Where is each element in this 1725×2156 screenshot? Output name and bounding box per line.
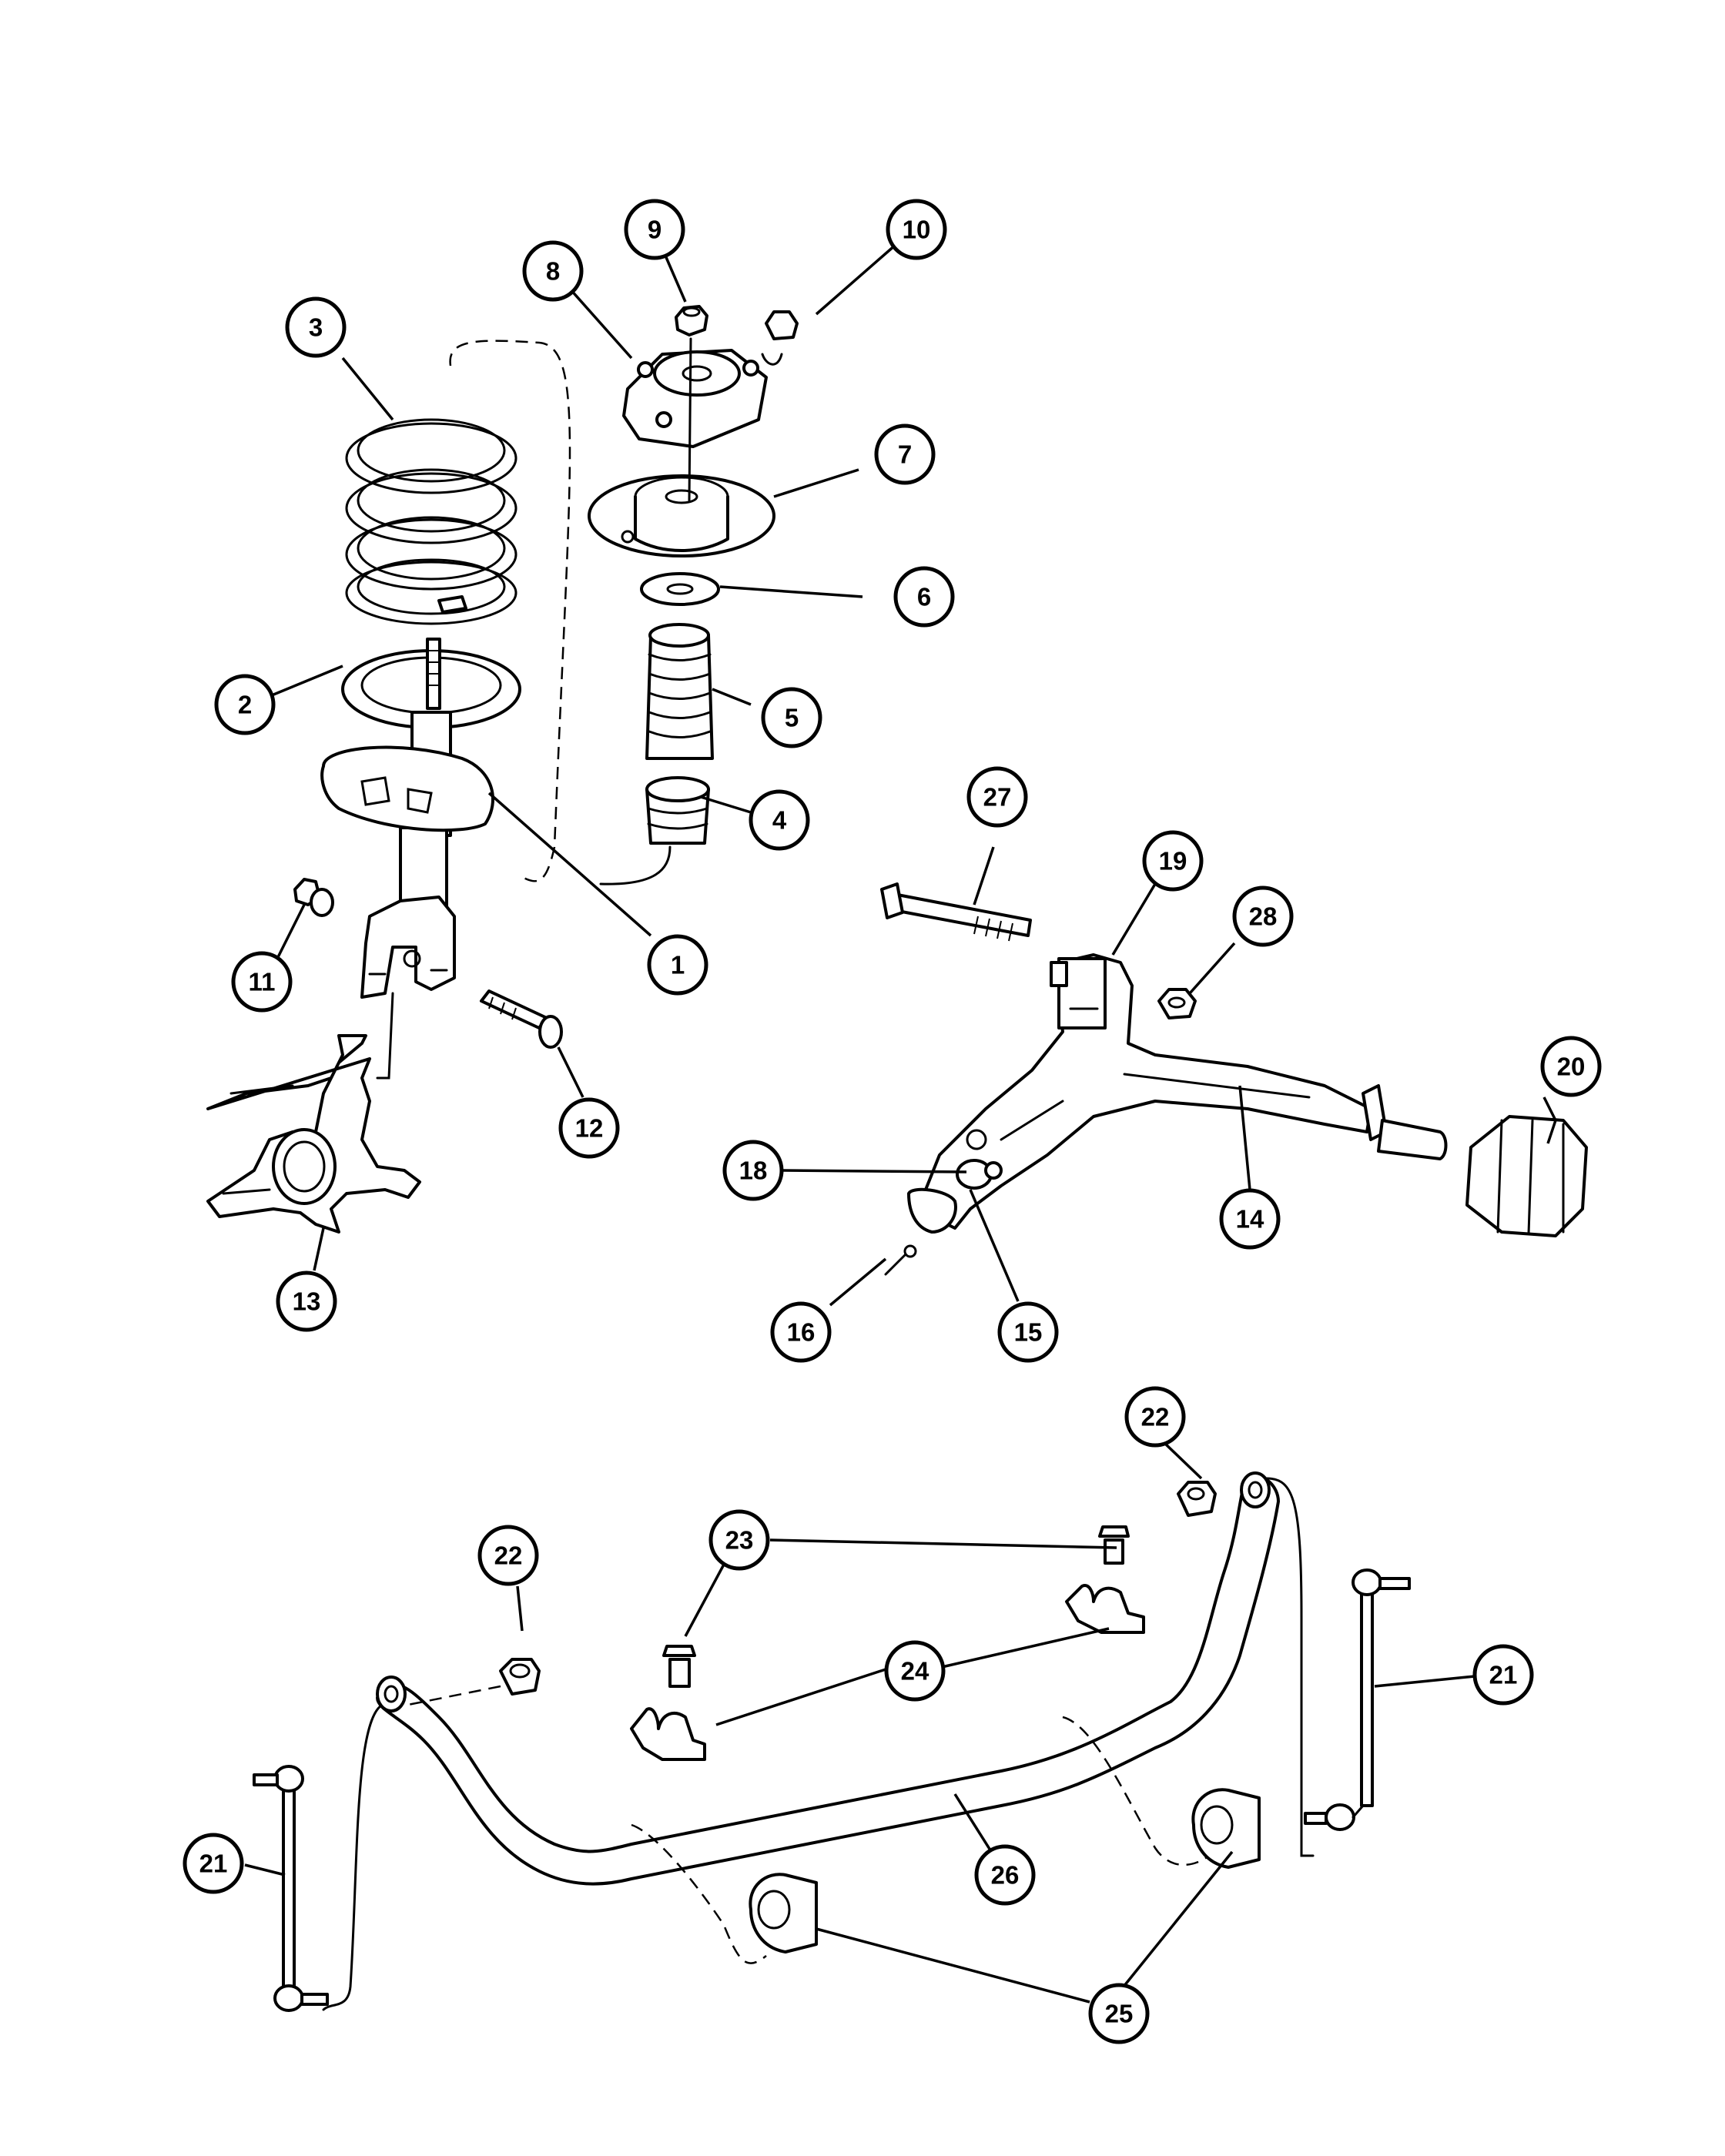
right-stabilizer-link-nut <box>1177 1481 1217 1517</box>
callout-7: 7 <box>874 424 936 485</box>
callout-26: 26 <box>974 1844 1036 1906</box>
callout-9: 9 <box>624 199 685 260</box>
callout-4: 4 <box>749 789 810 851</box>
right-stabilizer-bushing <box>1191 1788 1261 1869</box>
stabilizer-bar <box>376 1471 1280 1886</box>
callout-28: 28 <box>1232 886 1294 947</box>
callout-23: 23 <box>708 1509 770 1571</box>
leader-lines <box>244 243 1557 2004</box>
svg-text:27: 27 <box>983 783 1012 812</box>
callout-3: 3 <box>285 296 347 358</box>
svg-text:22: 22 <box>494 1542 523 1570</box>
routing-line-bumper <box>599 845 672 886</box>
svg-text:1: 1 <box>671 951 685 979</box>
callout-6: 6 <box>893 566 955 628</box>
callout-11: 11 <box>231 951 293 1013</box>
callout-20: 20 <box>1540 1036 1602 1097</box>
left-stabilizer-link-nut <box>499 1658 541 1696</box>
control-arm-pivot-bolt <box>880 882 1032 942</box>
left-stabilizer-link <box>253 1765 329 2012</box>
dust-boot <box>645 623 714 760</box>
coil-spring <box>345 418 518 625</box>
svg-text:11: 11 <box>249 968 276 996</box>
callout-25: 25 <box>1088 1983 1150 2044</box>
routing-dash-right-bushing <box>1062 1716 1210 1866</box>
callout-5: 5 <box>761 687 822 748</box>
left-bushing-clamp <box>630 1645 706 1761</box>
svg-text:19: 19 <box>1159 847 1187 875</box>
cotter-pin <box>884 1244 917 1276</box>
svg-text:25: 25 <box>1105 2000 1134 2028</box>
callout-12: 12 <box>558 1097 620 1159</box>
svg-text:5: 5 <box>785 704 799 732</box>
ball-joint <box>907 1129 1003 1234</box>
left-stabilizer-bushing <box>749 1873 818 1953</box>
lower-control-arm <box>923 953 1448 1230</box>
strut-mount-nut <box>675 305 708 336</box>
routing-line-knuckle <box>376 992 394 1080</box>
callout-19: 19 <box>1142 830 1204 892</box>
svg-text:6: 6 <box>917 583 931 611</box>
callout-1: 1 <box>647 934 708 996</box>
callout-10: 10 <box>886 199 947 260</box>
callout-22-right: 22 <box>1124 1386 1186 1448</box>
routing-dash-left-bushing <box>631 1823 767 1964</box>
svg-text:4: 4 <box>772 806 787 835</box>
svg-text:13: 13 <box>293 1287 321 1316</box>
steering-knuckle <box>206 1034 421 1234</box>
callout-13: 13 <box>276 1270 337 1332</box>
svg-text:3: 3 <box>309 313 323 342</box>
right-bushing-clamp <box>1065 1525 1145 1634</box>
svg-text:26: 26 <box>991 1861 1020 1890</box>
svg-text:18: 18 <box>739 1157 768 1185</box>
callout-2: 2 <box>214 674 276 735</box>
rear-control-arm-bushing <box>1465 1115 1588 1237</box>
strut-to-knuckle-bolt <box>480 989 563 1049</box>
callout-16: 16 <box>770 1301 832 1363</box>
lower-strut-nut <box>293 878 334 917</box>
svg-text:10: 10 <box>903 216 931 244</box>
svg-text:12: 12 <box>575 1114 604 1143</box>
routing-dash-strut <box>449 340 571 882</box>
svg-text:21: 21 <box>199 1850 228 1878</box>
svg-text:23: 23 <box>725 1526 754 1555</box>
svg-text:14: 14 <box>1236 1205 1264 1234</box>
spring-seat-bearing <box>640 572 720 606</box>
callout-27: 27 <box>966 766 1028 828</box>
svg-text:7: 7 <box>898 440 912 469</box>
svg-text:20: 20 <box>1557 1053 1586 1081</box>
upper-spring-seat <box>588 474 775 557</box>
strut-mount <box>622 349 768 448</box>
callout-14: 14 <box>1219 1188 1281 1250</box>
callout-21-left: 21 <box>183 1833 244 1894</box>
svg-text:28: 28 <box>1249 902 1278 931</box>
svg-text:15: 15 <box>1014 1318 1043 1347</box>
strut-flange-nut <box>761 310 799 366</box>
routing-dash-left-link <box>404 1685 501 1707</box>
svg-text:2: 2 <box>238 691 252 719</box>
callout-22-left: 22 <box>477 1525 539 1586</box>
callout-24: 24 <box>884 1640 946 1702</box>
right-stabilizer-link <box>1304 1568 1411 1831</box>
jounce-bumper <box>645 776 710 845</box>
callout-8: 8 <box>522 240 584 302</box>
svg-text:24: 24 <box>901 1657 929 1686</box>
callout-21-right: 21 <box>1472 1644 1534 1706</box>
callout-18: 18 <box>722 1140 784 1201</box>
svg-text:8: 8 <box>546 257 560 286</box>
svg-text:21: 21 <box>1489 1661 1518 1689</box>
svg-text:22: 22 <box>1141 1403 1170 1431</box>
strut-body <box>320 711 494 999</box>
callout-15: 15 <box>997 1301 1059 1363</box>
svg-text:16: 16 <box>787 1318 816 1347</box>
svg-text:9: 9 <box>648 216 662 244</box>
control-arm-pivot-nut <box>1157 988 1197 1019</box>
